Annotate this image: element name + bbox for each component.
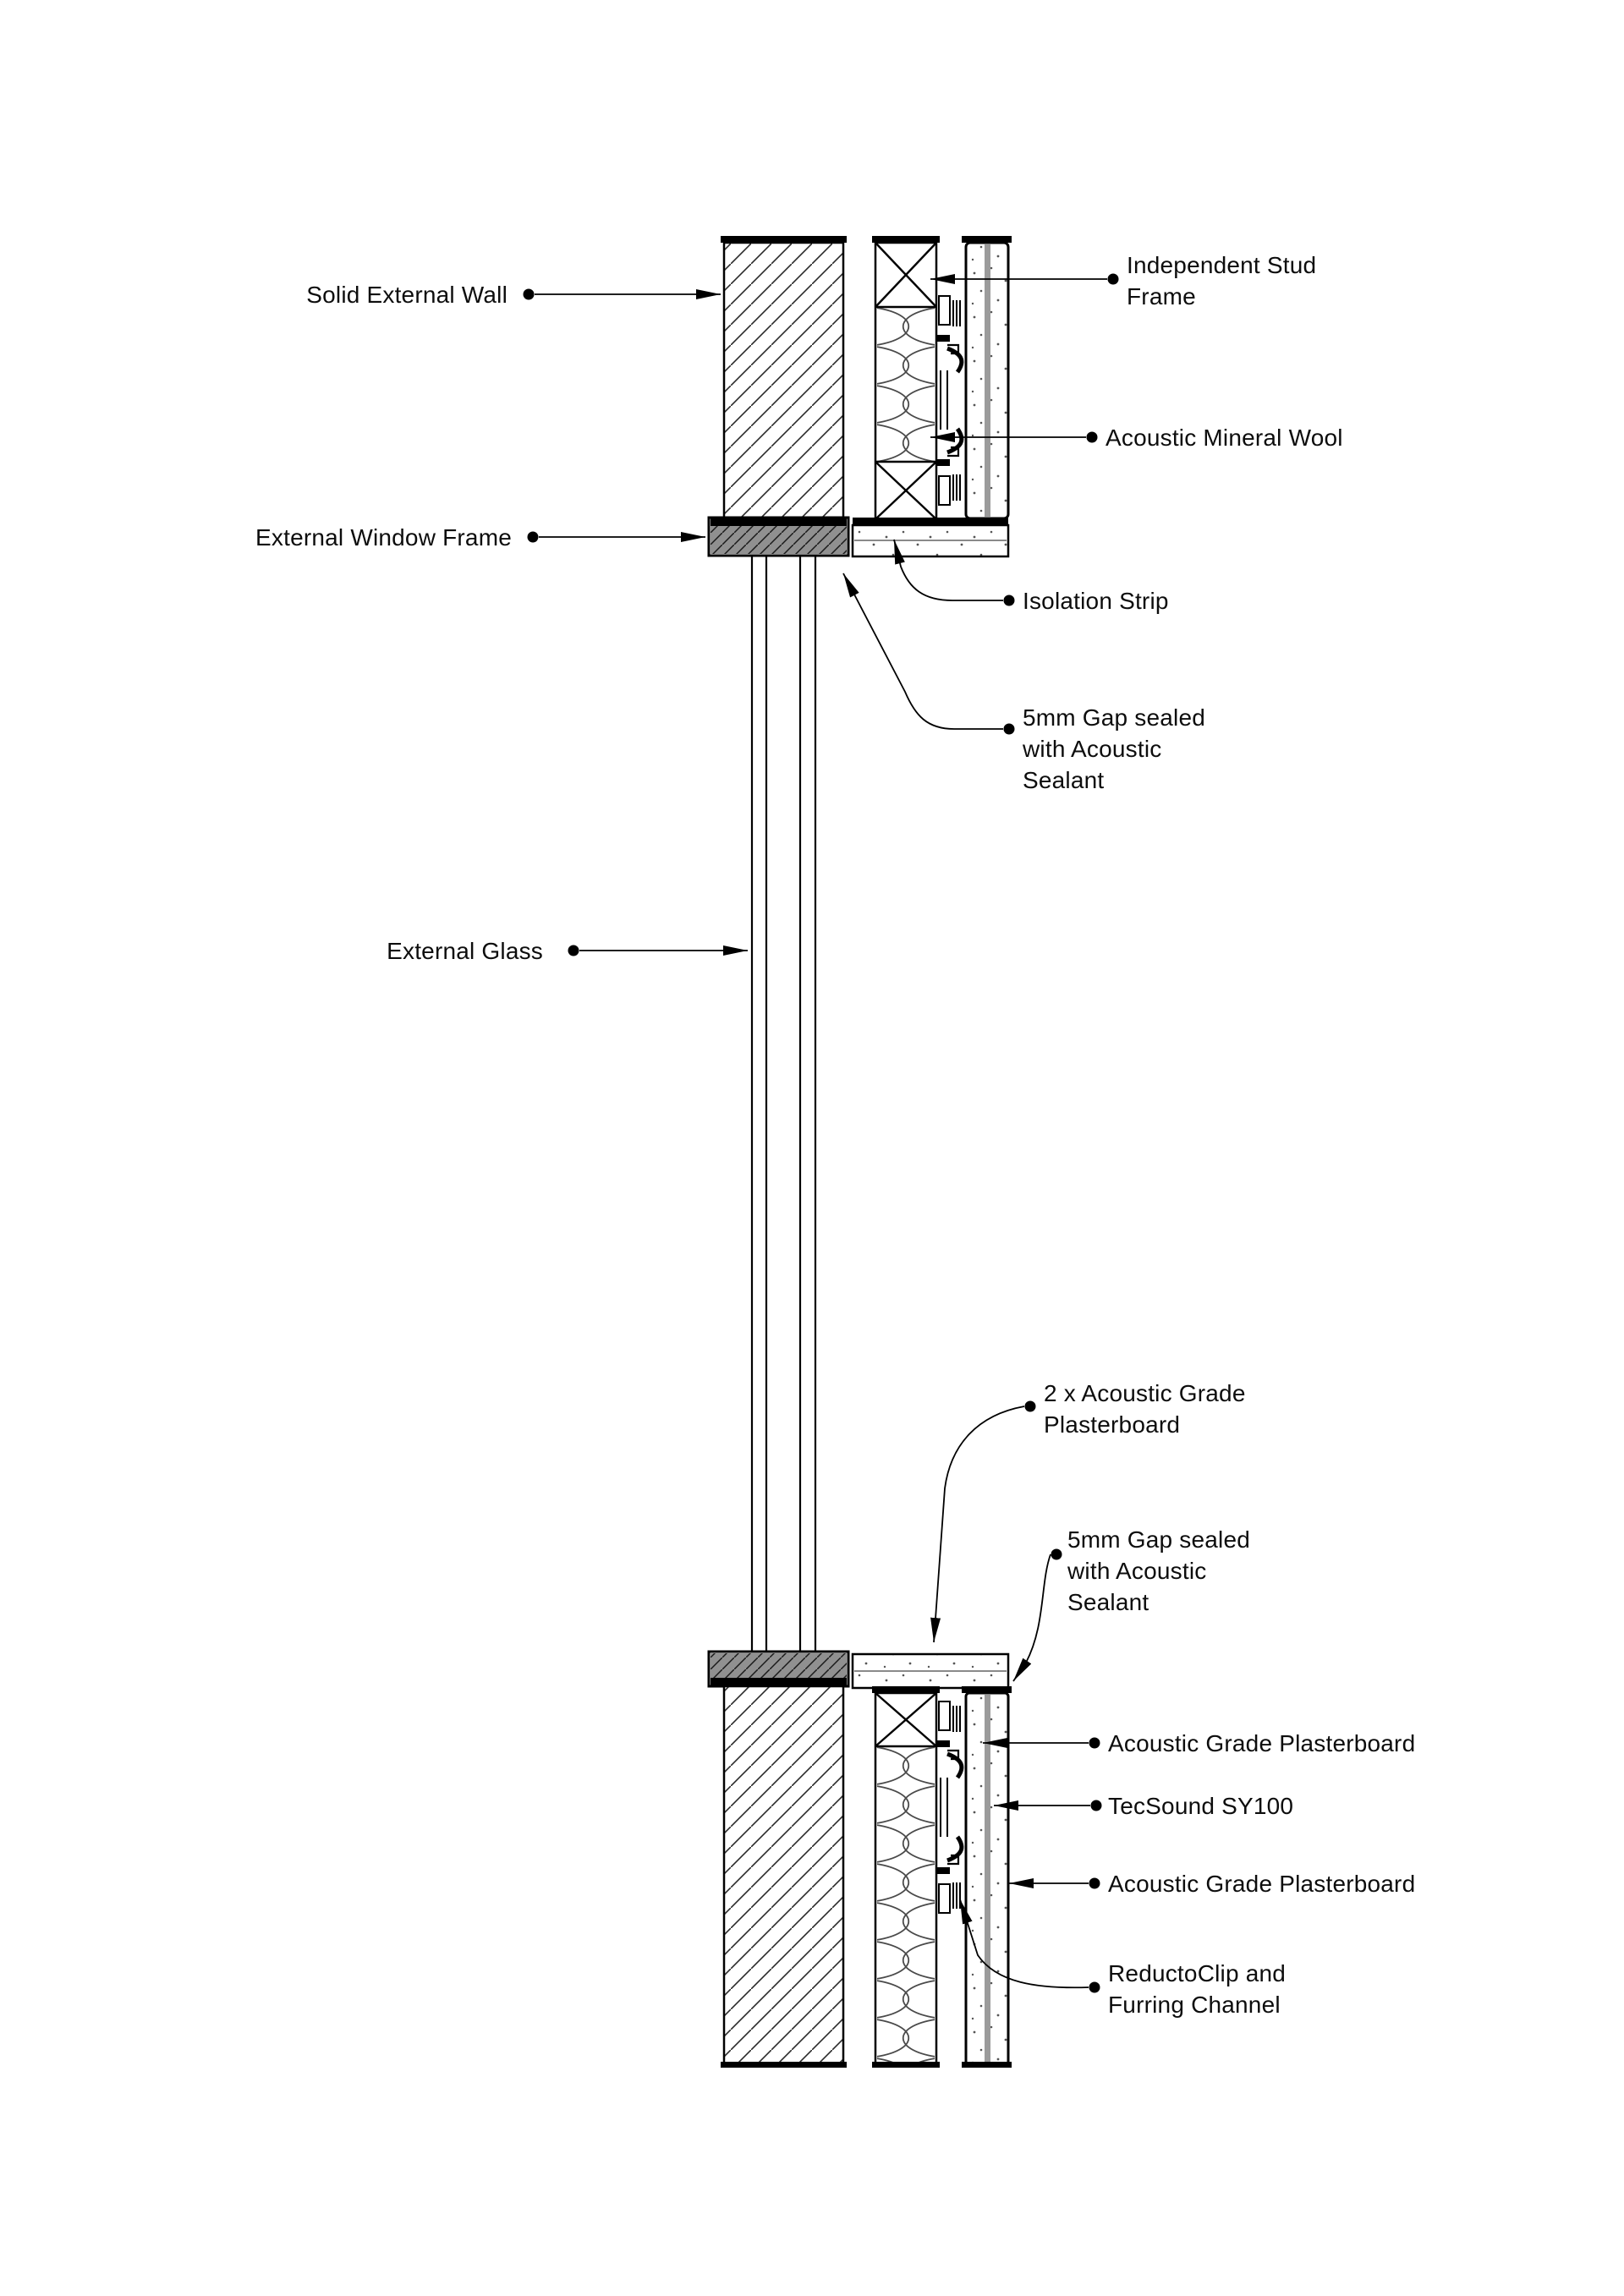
callout-dot: [1003, 723, 1015, 735]
window-frame-head: [707, 516, 850, 557]
plasterboard-cut-edge: [962, 2062, 1012, 2068]
glazing: [750, 556, 817, 1652]
callout-dot: [1024, 1400, 1036, 1412]
leader-gap-sealant-top: [842, 573, 1003, 730]
tecsound-layer-bottom: [985, 1695, 990, 2064]
callout-external-glass: External Glass: [387, 938, 543, 964]
wall-top-cap: [721, 236, 847, 243]
callout-dot: [1089, 1737, 1100, 1749]
window-frame-sill-fill: [710, 1653, 847, 1678]
stud-x-brace-upper: [875, 242, 937, 309]
wall-cut-edge: [721, 2062, 847, 2068]
callout-dot: [523, 288, 535, 300]
solid-external-wall-bottom: [722, 1685, 845, 2068]
leader-two-x-plasterboard: [930, 1406, 1025, 1643]
solid-external-wall-top: [722, 241, 845, 521]
reductoclip-hardware-top: [935, 296, 962, 505]
callout-two-x-plasterboard: 2 x Acoustic Grade Plasterboard: [1044, 1380, 1246, 1438]
callout-isolation-strip: Isolation Strip: [1023, 588, 1169, 614]
callout-plasterboard-outer: Acoustic Grade Plasterboard: [1108, 1871, 1416, 1897]
callout-dot: [1090, 1800, 1102, 1811]
frame-packer-bottom: [710, 1678, 847, 1686]
callout-acoustic-mineral-wool: Acoustic Mineral Wool: [1106, 425, 1343, 451]
callout-external-window-frame: External Window Frame: [255, 524, 512, 551]
callout-dots: [523, 273, 1119, 1993]
callout-dot: [568, 945, 579, 956]
tecsound-layer-top: [985, 244, 990, 517]
mineral-wool-top: [877, 308, 935, 461]
frame-packer: [710, 518, 847, 526]
callout-gap-sealant-top: 5mm Gap sealed with Acoustic Sealant: [1023, 704, 1206, 793]
callout-dot: [1086, 431, 1098, 443]
stud-x-brace-lower: [875, 460, 937, 520]
stud-bottom-cap: [872, 1686, 940, 1693]
isolation-strip: [853, 518, 1008, 525]
callout-reductoclip: ReductoClip and Furring Channel: [1108, 1960, 1287, 2018]
stud-cut-edge: [872, 2062, 940, 2068]
callout-gap-sealant-bottom: 5mm Gap sealed with Acoustic Sealant: [1067, 1526, 1251, 1615]
reductoclip-hardware-bottom: [935, 1701, 962, 1913]
callout-dot: [1089, 1877, 1100, 1889]
stud-x-brace-bottom-assembly: [875, 1692, 937, 1748]
callout-tecsound: TecSound SY100: [1108, 1793, 1294, 1819]
callout-dot: [1003, 595, 1015, 606]
leader-isolation-strip: [893, 539, 1003, 601]
callout-leaders: [535, 274, 1107, 1989]
stud-top-cap: [872, 236, 940, 243]
callout-dot: [1051, 1548, 1062, 1560]
callout-plasterboard-inner: Acoustic Grade Plasterboard: [1108, 1730, 1416, 1756]
window-frame-head-fill: [710, 526, 847, 554]
callout-dot: [527, 531, 539, 543]
callout-dot: [1107, 273, 1119, 285]
top-assembly: [707, 236, 1012, 558]
plasterboard-top-cap: [962, 236, 1012, 243]
plasterboard-bottom-cap: [962, 1686, 1012, 1693]
callout-independent-stud-frame: Independent Stud Frame: [1127, 252, 1317, 310]
leader-reductoclip: [959, 1899, 1089, 1989]
leader-gap-sealant-bottom: [1012, 1553, 1051, 1682]
callout-dot: [1089, 1981, 1100, 1993]
bottom-assembly: [707, 1650, 1012, 2068]
callout-solid-external-wall: Solid External Wall: [306, 282, 508, 308]
mineral-wool-bottom: [877, 1747, 935, 2064]
